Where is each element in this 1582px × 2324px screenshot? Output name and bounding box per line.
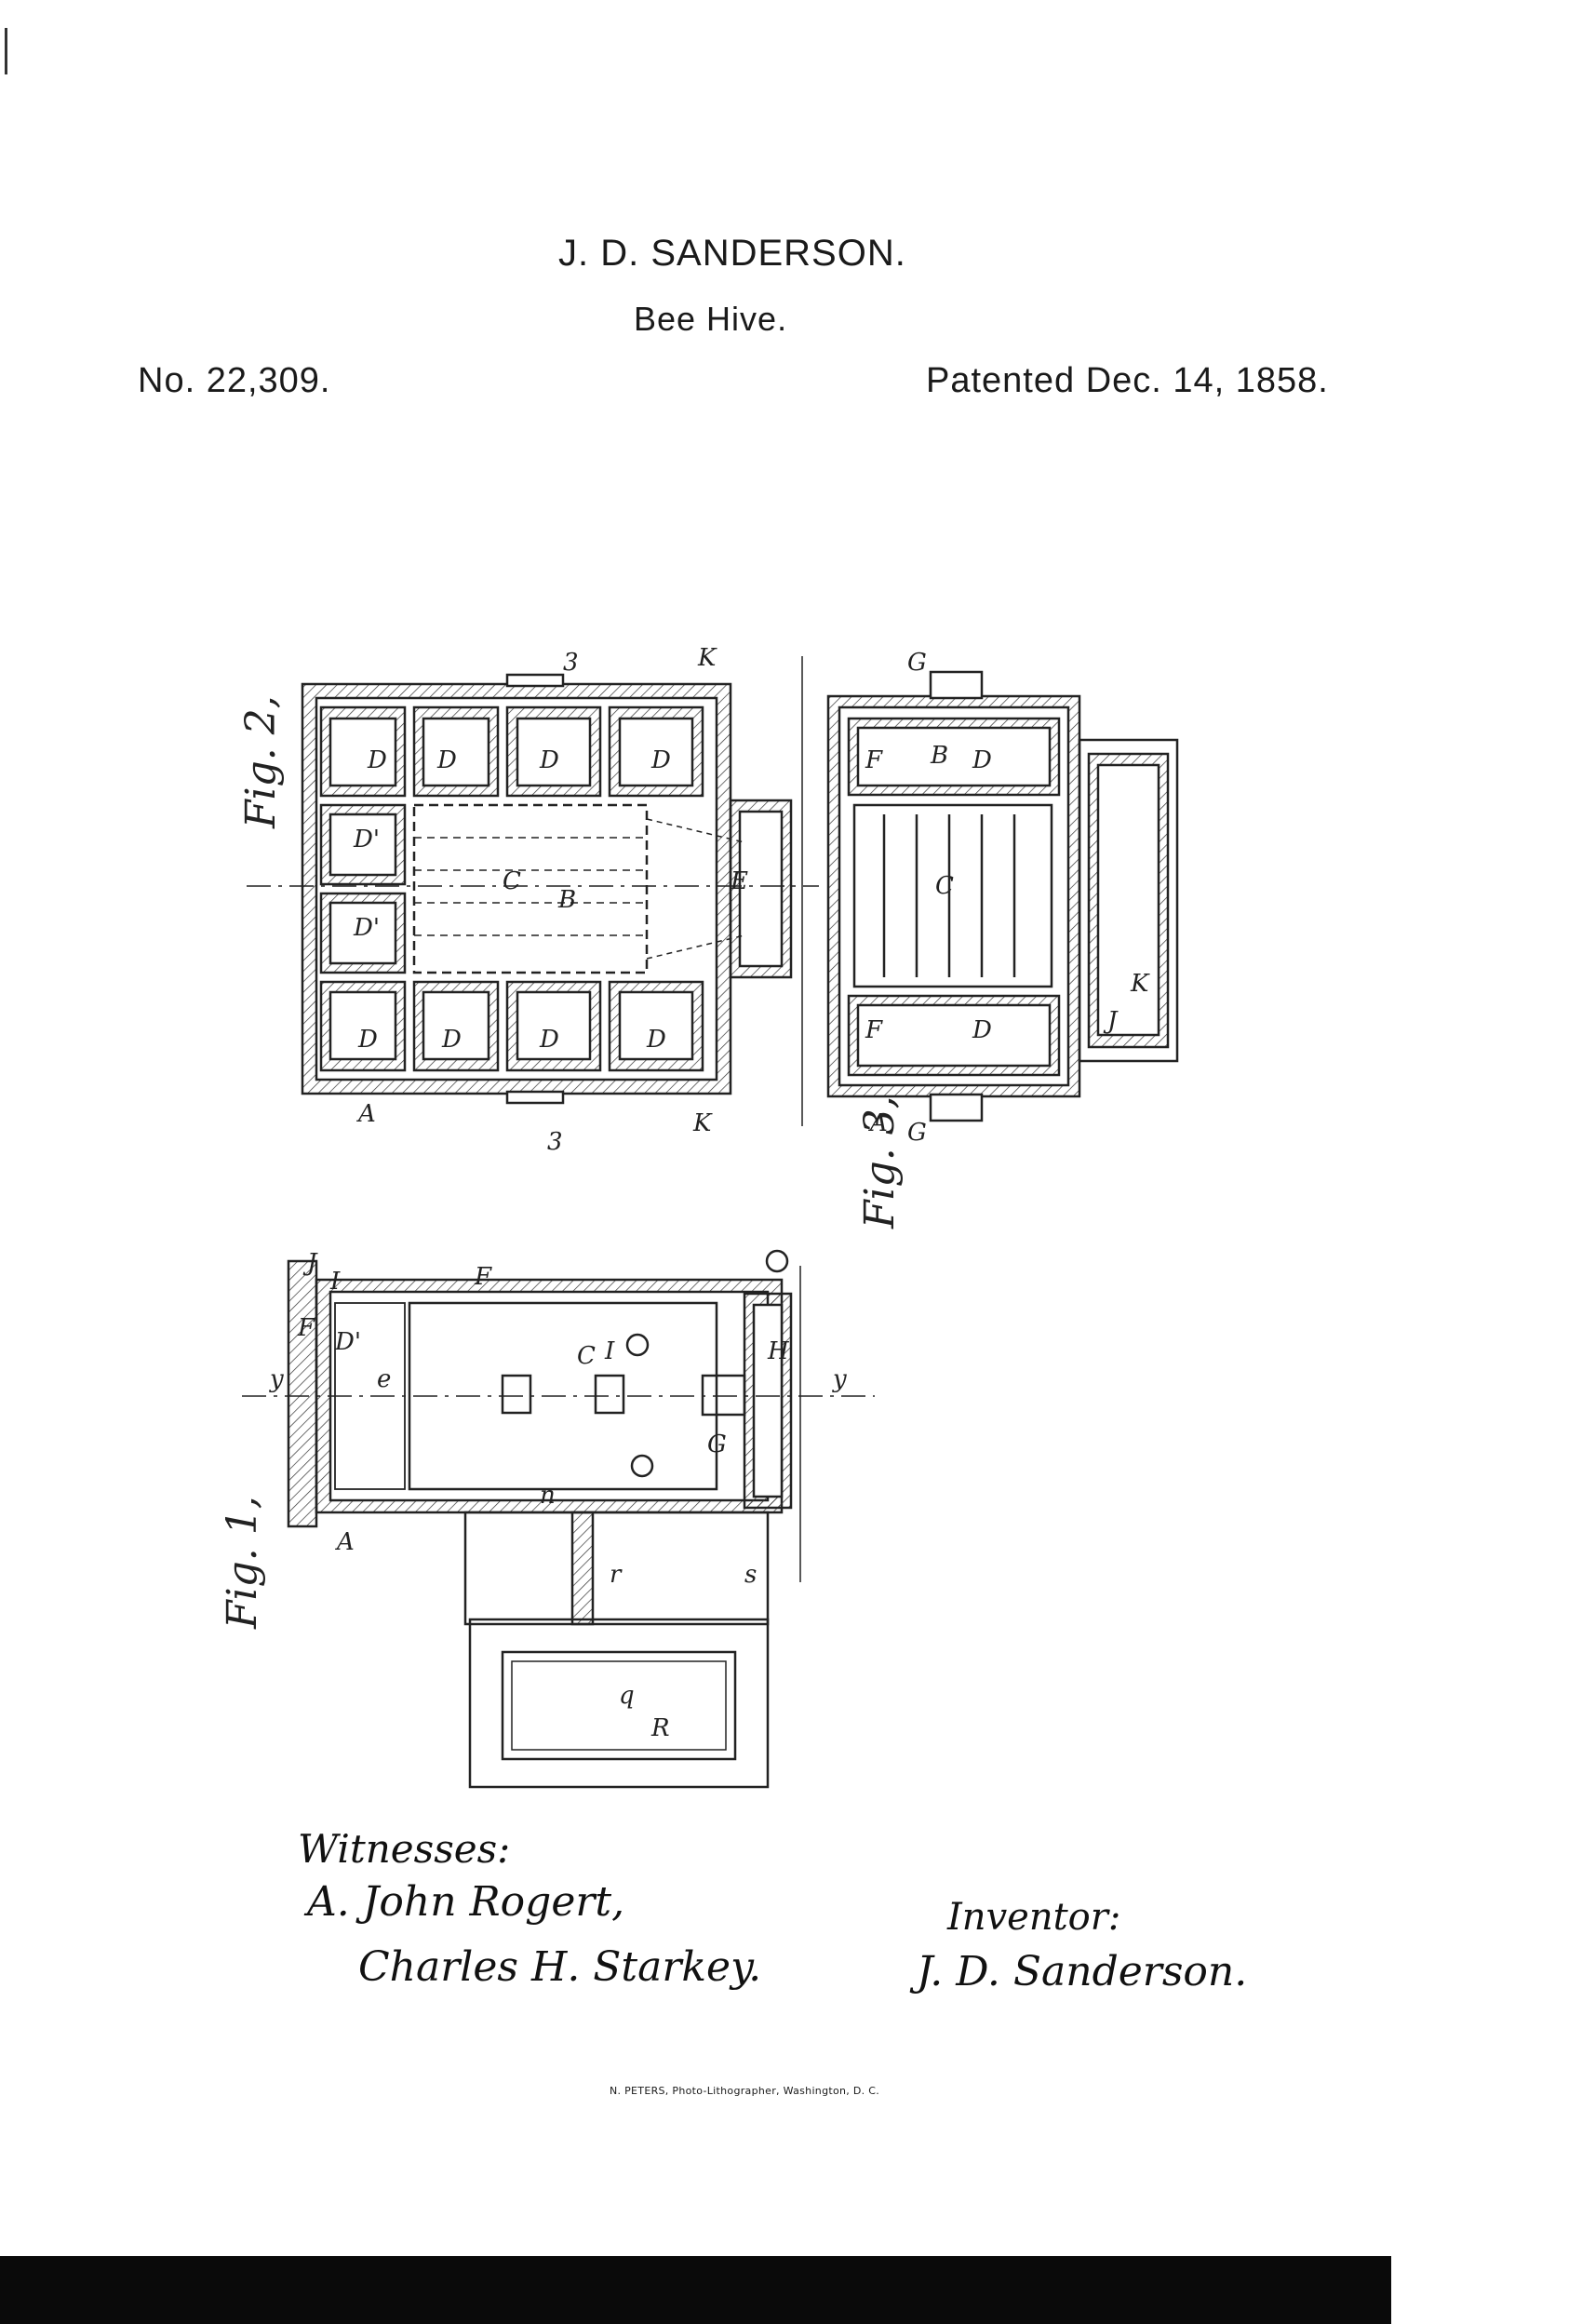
svg-text:I: I <box>604 1337 615 1365</box>
svg-text:n: n <box>540 1482 556 1510</box>
lithographer-credit: N. PETERS, Photo-Lithographer, Washingto… <box>610 2085 880 2097</box>
svg-text:F: F <box>865 1016 883 1044</box>
figure-3-drawing <box>826 670 1179 1122</box>
svg-text:D': D' <box>334 1328 361 1356</box>
svg-text:C: C <box>935 872 954 900</box>
patent-number: No. 22,309. <box>138 361 331 400</box>
figure-2-drawing <box>247 656 819 1126</box>
svg-text:K: K <box>697 644 717 672</box>
svg-text:r: r <box>610 1561 623 1589</box>
svg-text:D': D' <box>353 914 380 942</box>
svg-text:K: K <box>1130 970 1150 998</box>
svg-text:C: C <box>503 867 521 895</box>
svg-text:A: A <box>868 1109 888 1137</box>
svg-text:D: D <box>539 746 559 774</box>
svg-text:q: q <box>619 1682 635 1710</box>
svg-text:K: K <box>692 1109 713 1137</box>
svg-text:y: y <box>832 1365 847 1393</box>
witness-2-signature: Charles H. Starkey. <box>358 1943 762 1991</box>
svg-text:D: D <box>650 746 671 774</box>
svg-text:D: D <box>972 1016 992 1044</box>
svg-text:A: A <box>335 1528 355 1556</box>
figure-3-reference-letters: D D B C F F KJ G G A <box>865 649 1150 1147</box>
patent-date: Patented Dec. 14, 1858. <box>926 361 1329 400</box>
svg-text:3: 3 <box>563 649 579 677</box>
fig-2-label: Fig. 2, <box>237 695 285 829</box>
inventor-label: Inventor: <box>947 1896 1121 1939</box>
svg-text:G: G <box>707 1431 727 1458</box>
svg-text:C: C <box>577 1342 596 1370</box>
svg-text:D: D <box>646 1026 666 1054</box>
figure-1-drawing <box>242 1249 875 1789</box>
svg-text:3: 3 <box>547 1128 563 1156</box>
svg-text:B: B <box>557 886 576 914</box>
figure-2-reference-letters: D D D D D' D' D D D D C B E A 3 3 K K <box>353 644 748 1156</box>
svg-text:A: A <box>356 1100 376 1128</box>
svg-text:G: G <box>907 1119 927 1147</box>
svg-text:D: D <box>357 1026 378 1054</box>
svg-text:J: J <box>302 1249 318 1277</box>
svg-text:F: F <box>474 1263 492 1291</box>
inventor-name: J. D. SANDERSON. <box>558 233 906 274</box>
svg-text:D: D <box>972 746 992 774</box>
svg-text:D': D' <box>353 826 380 853</box>
svg-text:R: R <box>650 1714 670 1742</box>
svg-text:J: J <box>1103 1007 1119 1035</box>
svg-text:D: D <box>436 746 457 774</box>
svg-text:G: G <box>907 649 927 677</box>
fig-1-label: Fig. 1, <box>219 1496 266 1630</box>
inventor-signature: J. D. Sanderson. <box>917 1948 1248 1995</box>
patent-title: Bee Hive. <box>634 300 788 338</box>
svg-text:I: I <box>329 1268 341 1296</box>
svg-text:H: H <box>767 1337 790 1365</box>
svg-text:E: E <box>730 867 748 895</box>
witnesses-label: Witnesses: <box>298 1826 511 1872</box>
svg-text:D: D <box>441 1026 462 1054</box>
scan-bottom-bar <box>0 2256 1391 2324</box>
svg-text:F: F <box>865 746 883 774</box>
svg-text:s: s <box>744 1561 757 1589</box>
fig-3-label: Fig. 3, <box>856 1095 904 1229</box>
svg-text:F: F <box>297 1314 315 1342</box>
svg-text:y: y <box>269 1365 284 1393</box>
svg-text:D: D <box>539 1026 559 1054</box>
page-edge-mark <box>5 28 7 74</box>
witness-1-signature: A. John Rogert, <box>307 1878 625 1926</box>
svg-text:B: B <box>930 742 948 770</box>
svg-text:e: e <box>377 1365 391 1393</box>
svg-text:D: D <box>367 746 387 774</box>
